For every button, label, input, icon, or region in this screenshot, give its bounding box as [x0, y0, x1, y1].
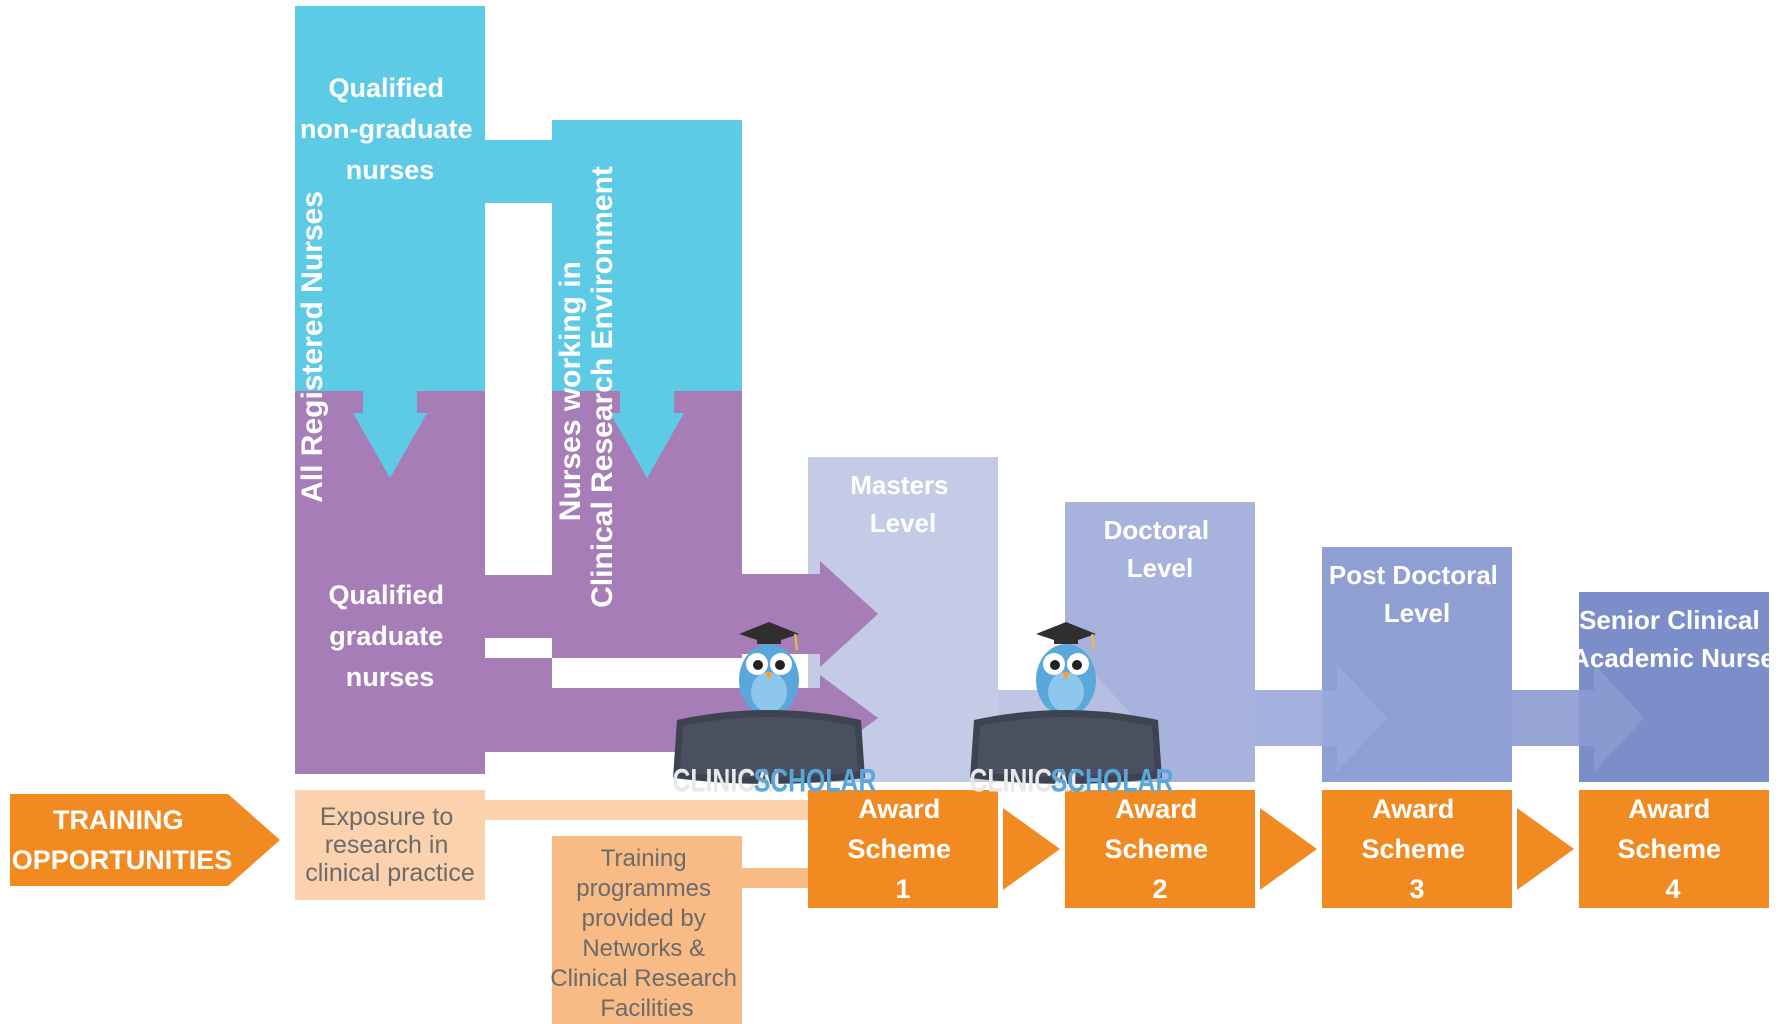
- badge-1-text-b: SCHOLAR: [754, 764, 877, 800]
- down-arrow-left: [353, 391, 427, 478]
- postdoc-level-label: Post Doctoral Level: [1329, 560, 1505, 628]
- non-graduate-label: Qualified non-graduate nurses: [300, 73, 480, 185]
- award-box-1: [808, 790, 998, 908]
- non-graduate-connector: [485, 140, 552, 203]
- arrow-doctoral-to-postdoc: [1255, 664, 1387, 772]
- award-arrow-2: [1260, 808, 1317, 890]
- badge-1-text-a: CLINICAL: [672, 764, 788, 800]
- award-box-2: [1065, 790, 1255, 908]
- award-label-2: Award Scheme 2: [1104, 794, 1215, 904]
- award-label-1: Award Scheme 1: [847, 794, 958, 904]
- badge-2-text-b: SCHOLAR: [1051, 764, 1174, 800]
- senior-level-label: Senior Clinical Academic Nurse: [1571, 605, 1775, 673]
- programmes-box: [552, 836, 742, 1024]
- badge-2-text-a: CLINICAL: [969, 764, 1085, 800]
- masters-level-label: Masters Level: [850, 470, 956, 538]
- clinical-scholar-badge-2: CLINICAL SCHOLAR: [969, 622, 1174, 800]
- training-opportunities-label: TRAINING OPPORTUNITIES: [12, 805, 233, 875]
- award-box-3: [1322, 790, 1512, 908]
- all-registered-nurses-label: All Registered Nurses: [296, 191, 329, 503]
- arrow-postdoc-to-senior: [1512, 664, 1644, 772]
- down-arrow-right: [610, 391, 684, 478]
- clinical-scholar-badge-1: CLINICAL SCHOLAR: [672, 622, 877, 800]
- crn-label: Nurses working in Clinical Research Envi…: [554, 166, 619, 608]
- crn-cyan-column: [552, 120, 742, 391]
- exposure-box: [295, 790, 485, 900]
- doctoral-level-label: Doctoral Level: [1104, 515, 1217, 583]
- graduate-label: Qualified graduate nurses: [328, 580, 451, 692]
- graduate-lower-fill: [485, 658, 552, 688]
- award-arrow-1: [1003, 808, 1060, 890]
- all-registered-cyan-column: [295, 6, 485, 391]
- award-label-4: Award Scheme 4: [1617, 794, 1728, 904]
- training-opportunities-arrow: [10, 794, 280, 886]
- award-label-3: Award Scheme 3: [1361, 794, 1472, 904]
- programmes-label: Training programmes provided by Networks…: [550, 845, 743, 1022]
- graduate-connector: [485, 575, 552, 638]
- owl-graduate-icon: [1036, 622, 1096, 716]
- owl-graduate-icon: [739, 622, 799, 716]
- exposure-label: Exposure to research in clinical practic…: [305, 803, 475, 887]
- award-arrow-3: [1517, 808, 1574, 890]
- exposure-arrow: [485, 790, 832, 830]
- award-box-4: [1579, 790, 1769, 908]
